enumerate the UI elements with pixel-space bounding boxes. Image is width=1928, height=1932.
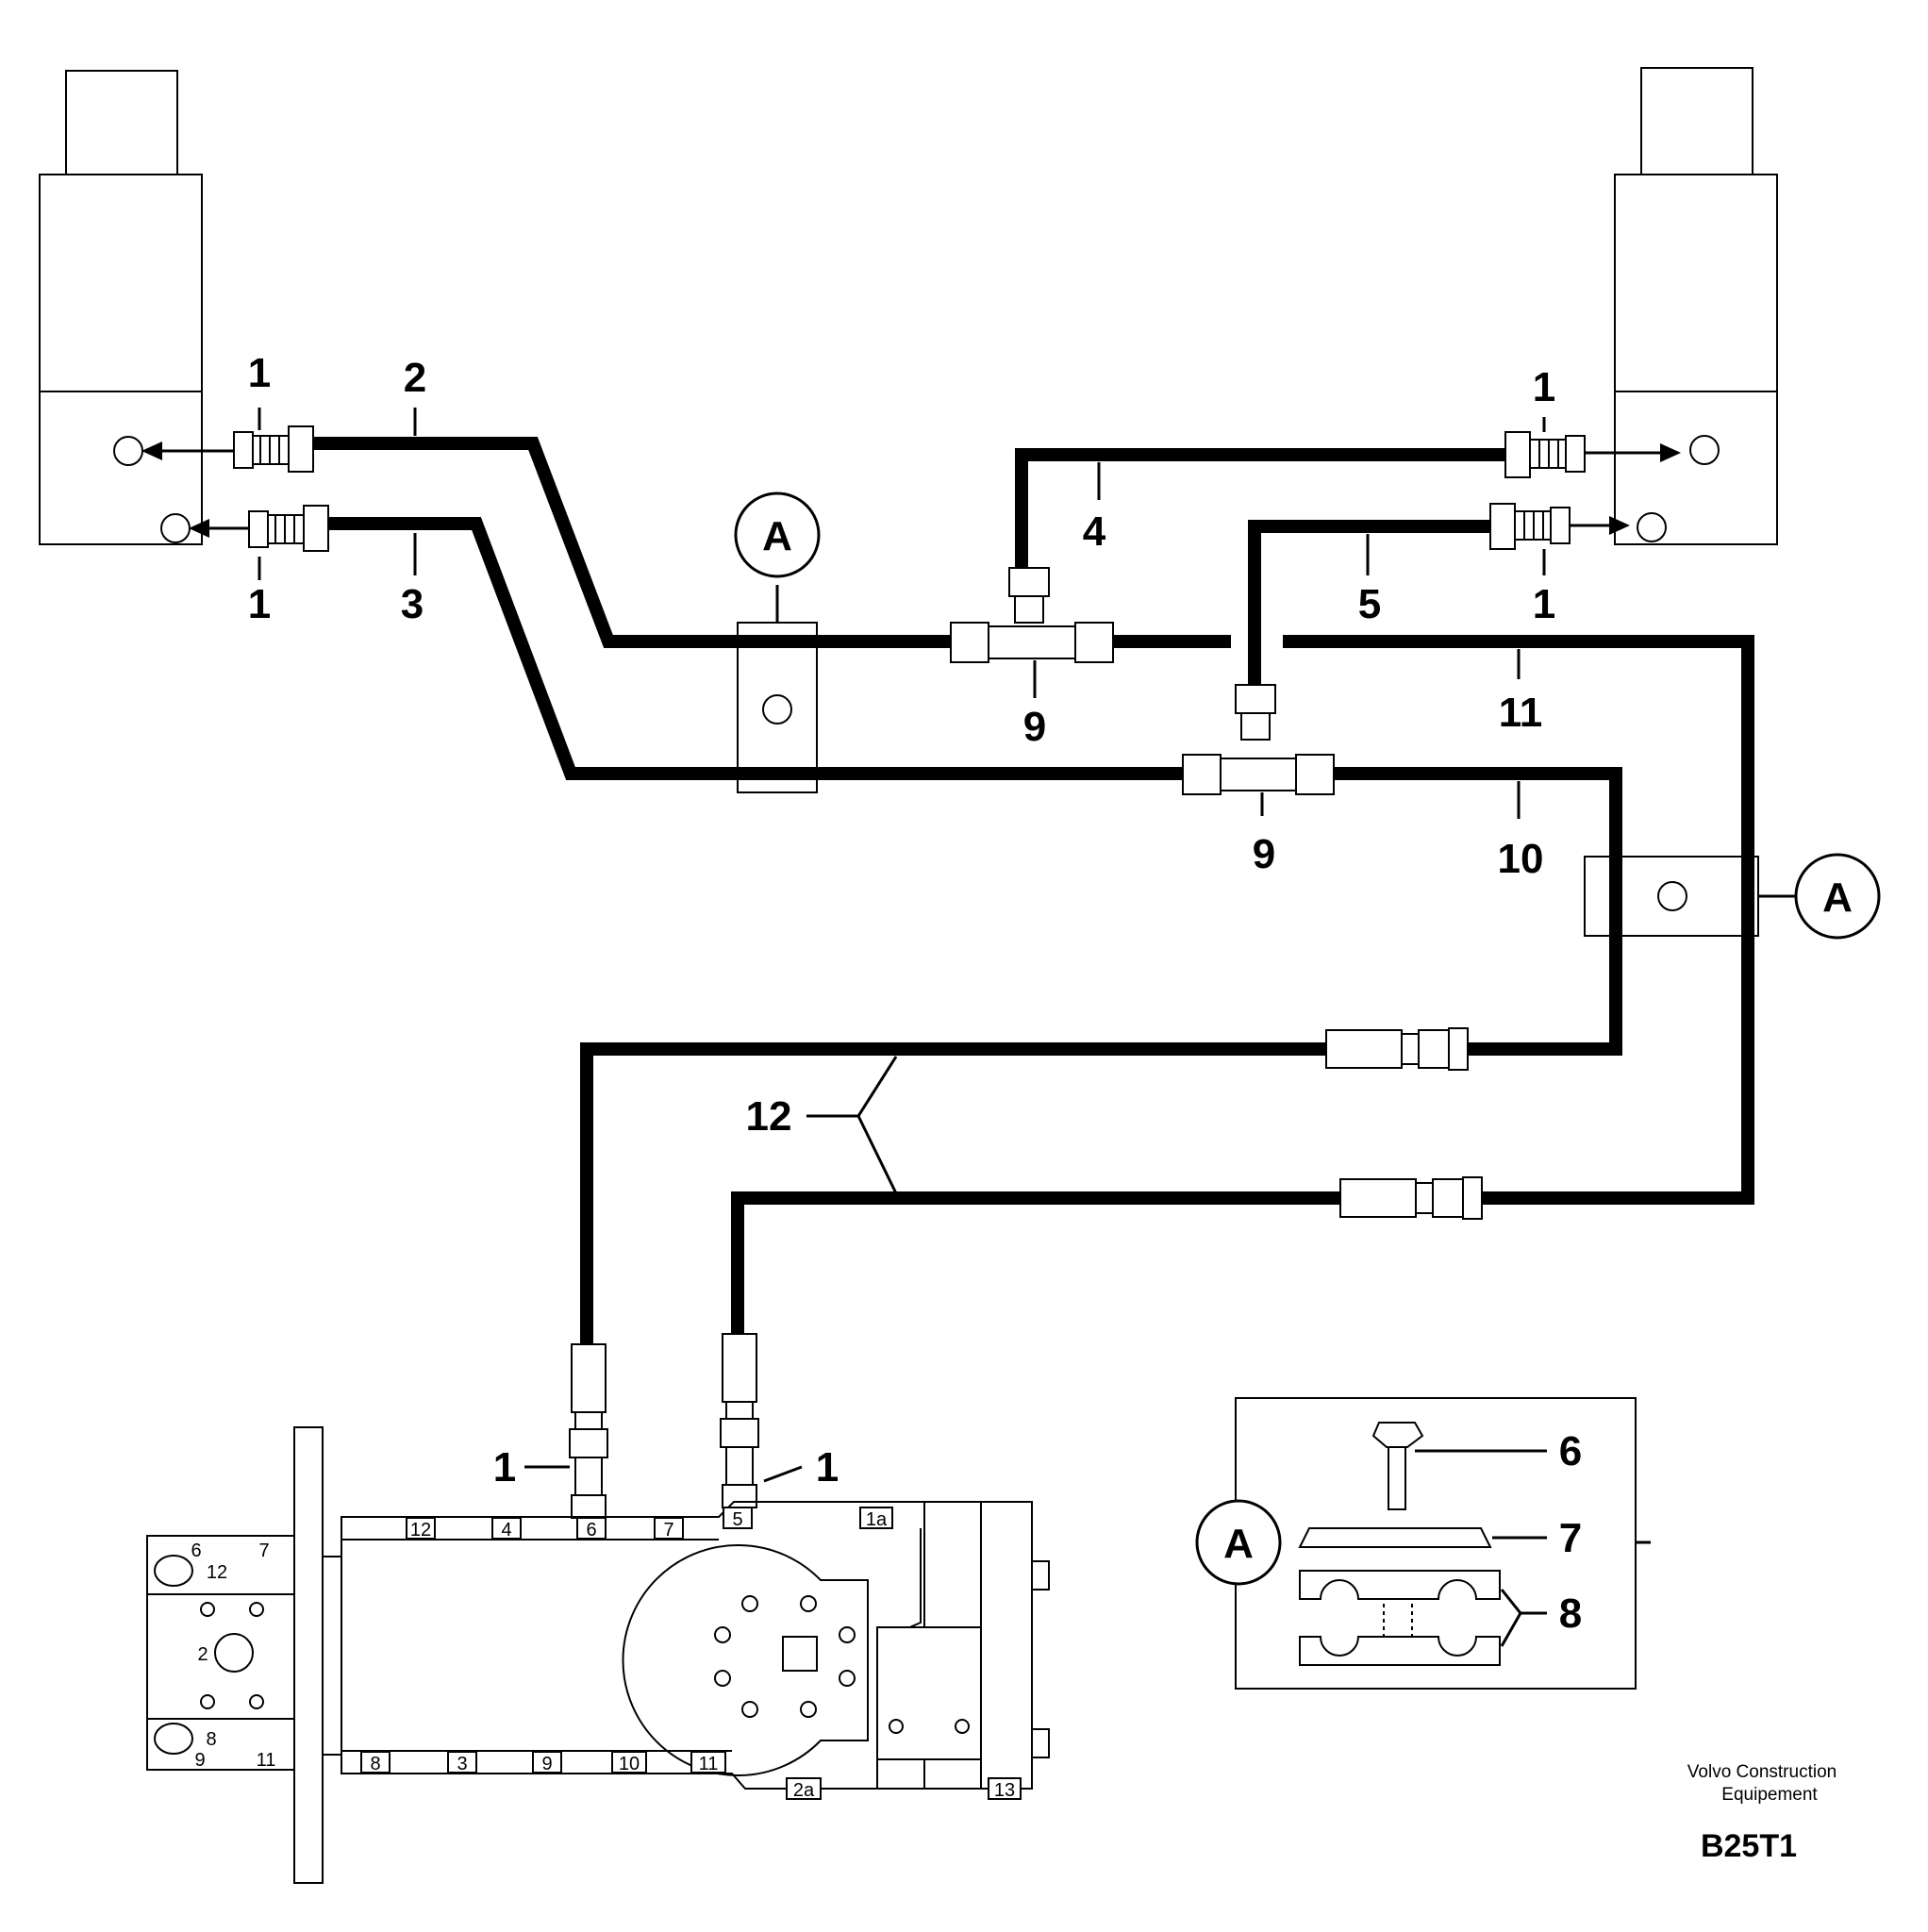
callout-9: 9 (1023, 704, 1046, 750)
hose-12-upper-end (1325, 1027, 1469, 1071)
svg-text:6: 6 (586, 1520, 596, 1541)
left-cylinder (39, 70, 203, 545)
callout-labels: 1 2 1 3 4 1 5 1 9 11 9 10 12 1 1 6 7 8 (248, 350, 1582, 1637)
svg-text:8: 8 (206, 1729, 216, 1750)
detail-a-box (1235, 1397, 1637, 1690)
right-cylinder (1614, 67, 1778, 545)
svg-text:7: 7 (258, 1541, 269, 1561)
svg-text:12: 12 (207, 1562, 227, 1583)
svg-text:5: 5 (732, 1509, 742, 1530)
clamp-left (737, 622, 818, 793)
svg-text:7: 7 (663, 1520, 673, 1541)
hose-2 (302, 437, 962, 648)
svg-text:2: 2 (197, 1644, 208, 1665)
svg-text:4: 4 (501, 1520, 511, 1541)
callout-11: 11 (1499, 690, 1543, 736)
marker-a-detail: A (1195, 1499, 1282, 1586)
tee-lower (1182, 684, 1335, 795)
fitting-left-bottom (189, 505, 329, 552)
callout-5: 5 (1358, 581, 1381, 627)
callout-12: 12 (746, 1093, 792, 1140)
callout-1: 1 (493, 1444, 516, 1491)
callout-1: 1 (248, 350, 271, 396)
marker-a-upper: A (734, 491, 821, 578)
callout-2: 2 (404, 355, 426, 401)
svg-text:8: 8 (370, 1754, 380, 1774)
footer: Volvo Construction Equipement B25T1 (1687, 1762, 1837, 1864)
tee-upper (950, 567, 1114, 663)
valve-port-labels: 12 4 6 7 5 1a 8 3 9 10 11 2a 13 6 7 12 2… (191, 1507, 1022, 1801)
svg-text:3: 3 (457, 1754, 467, 1774)
callout-1: 1 (1533, 581, 1555, 627)
marker-a-right: A (1794, 853, 1881, 940)
svg-text:A: A (1223, 1521, 1254, 1567)
hose-5 (1248, 520, 1495, 694)
fitting-right-bottom (1489, 503, 1630, 550)
callout-1: 1 (816, 1444, 839, 1491)
svg-text:9: 9 (541, 1754, 552, 1774)
callout-1: 1 (248, 581, 271, 627)
svg-text:10: 10 (619, 1754, 640, 1774)
svg-text:6: 6 (191, 1541, 201, 1561)
drawing-code: B25T1 (1701, 1828, 1797, 1864)
callout-9: 9 (1253, 831, 1275, 877)
hose-12-upper (580, 1042, 1333, 1349)
valve-fitting-left (569, 1343, 608, 1519)
hose-4 (1015, 448, 1509, 571)
callout-7: 7 (1559, 1515, 1582, 1561)
callout-8: 8 (1559, 1591, 1582, 1637)
callout-1: 1 (1533, 364, 1555, 410)
svg-text:11: 11 (257, 1750, 276, 1771)
svg-text:A: A (762, 513, 792, 559)
svg-text:1a: 1a (866, 1509, 888, 1530)
leader-lines (258, 408, 1797, 1647)
svg-text:A: A (1822, 874, 1853, 921)
fitting-left-top (141, 425, 314, 473)
control-valve (146, 1426, 1050, 1884)
hose-12-lower-end (1339, 1176, 1483, 1220)
company-line1: Volvo Construction (1687, 1762, 1837, 1782)
callout-4: 4 (1083, 508, 1106, 555)
svg-text:9: 9 (194, 1750, 205, 1771)
callout-10: 10 (1498, 836, 1544, 882)
valve-fitting-right (720, 1333, 759, 1508)
hoses (302, 437, 1754, 1349)
svg-text:11: 11 (699, 1754, 719, 1774)
company-line2: Equipement (1721, 1785, 1818, 1805)
callout-6: 6 (1559, 1428, 1582, 1474)
svg-text:13: 13 (994, 1780, 1015, 1801)
hose-12-lower (731, 1191, 1347, 1340)
svg-text:12: 12 (410, 1520, 431, 1541)
hose-10 (1335, 767, 1622, 1056)
callout-3: 3 (401, 581, 424, 627)
fitting-right-top (1504, 431, 1681, 478)
hose-3 (325, 517, 1193, 780)
hose-11 (1283, 635, 1754, 1205)
svg-text:2a: 2a (793, 1780, 815, 1801)
